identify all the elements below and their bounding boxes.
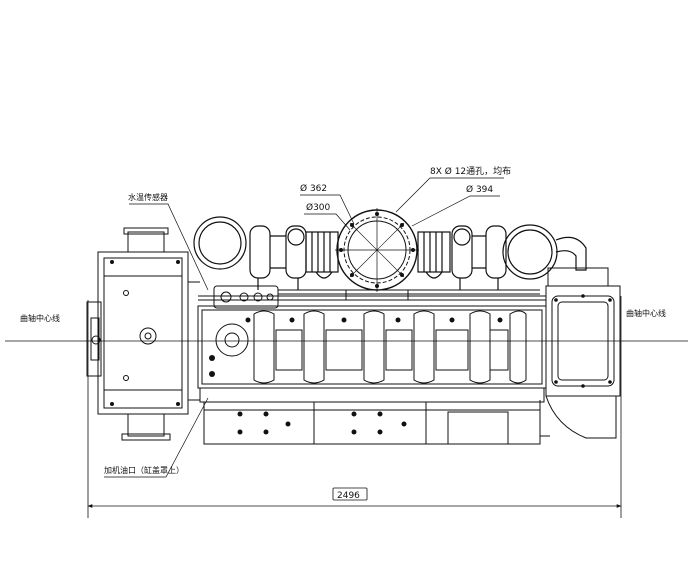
d362-label: Ø 362 (300, 183, 327, 194)
crank-center-left-label: 曲轴中心线 (20, 313, 60, 323)
overall-length-label: 2496 (337, 491, 360, 501)
water-temp-sensor-label: 水温传感器 (128, 192, 168, 202)
turbochargers (193, 216, 587, 290)
gear-housing (215, 323, 249, 357)
radiator-unit (539, 267, 621, 439)
intake-rail (213, 285, 540, 309)
flange-bolt-holes (339, 212, 415, 288)
cylinder-bays (253, 310, 527, 384)
d394-label: Ø 394 (466, 184, 493, 195)
leader-lines (104, 177, 504, 478)
overall-dimension (87, 296, 622, 518)
d300-label: Ø300 (306, 202, 331, 213)
block-bolts (209, 317, 503, 435)
hole-spec-label: 8X Ø 12通孔，均布 (430, 165, 511, 177)
flywheel-housing (86, 227, 200, 441)
crank-center-right-label: 曲轴中心线 (626, 308, 666, 318)
oil-filler-label: 加机油口（缸盖罩上） (104, 465, 184, 475)
exhaust-flange (335, 208, 419, 301)
engine-block (197, 295, 547, 445)
